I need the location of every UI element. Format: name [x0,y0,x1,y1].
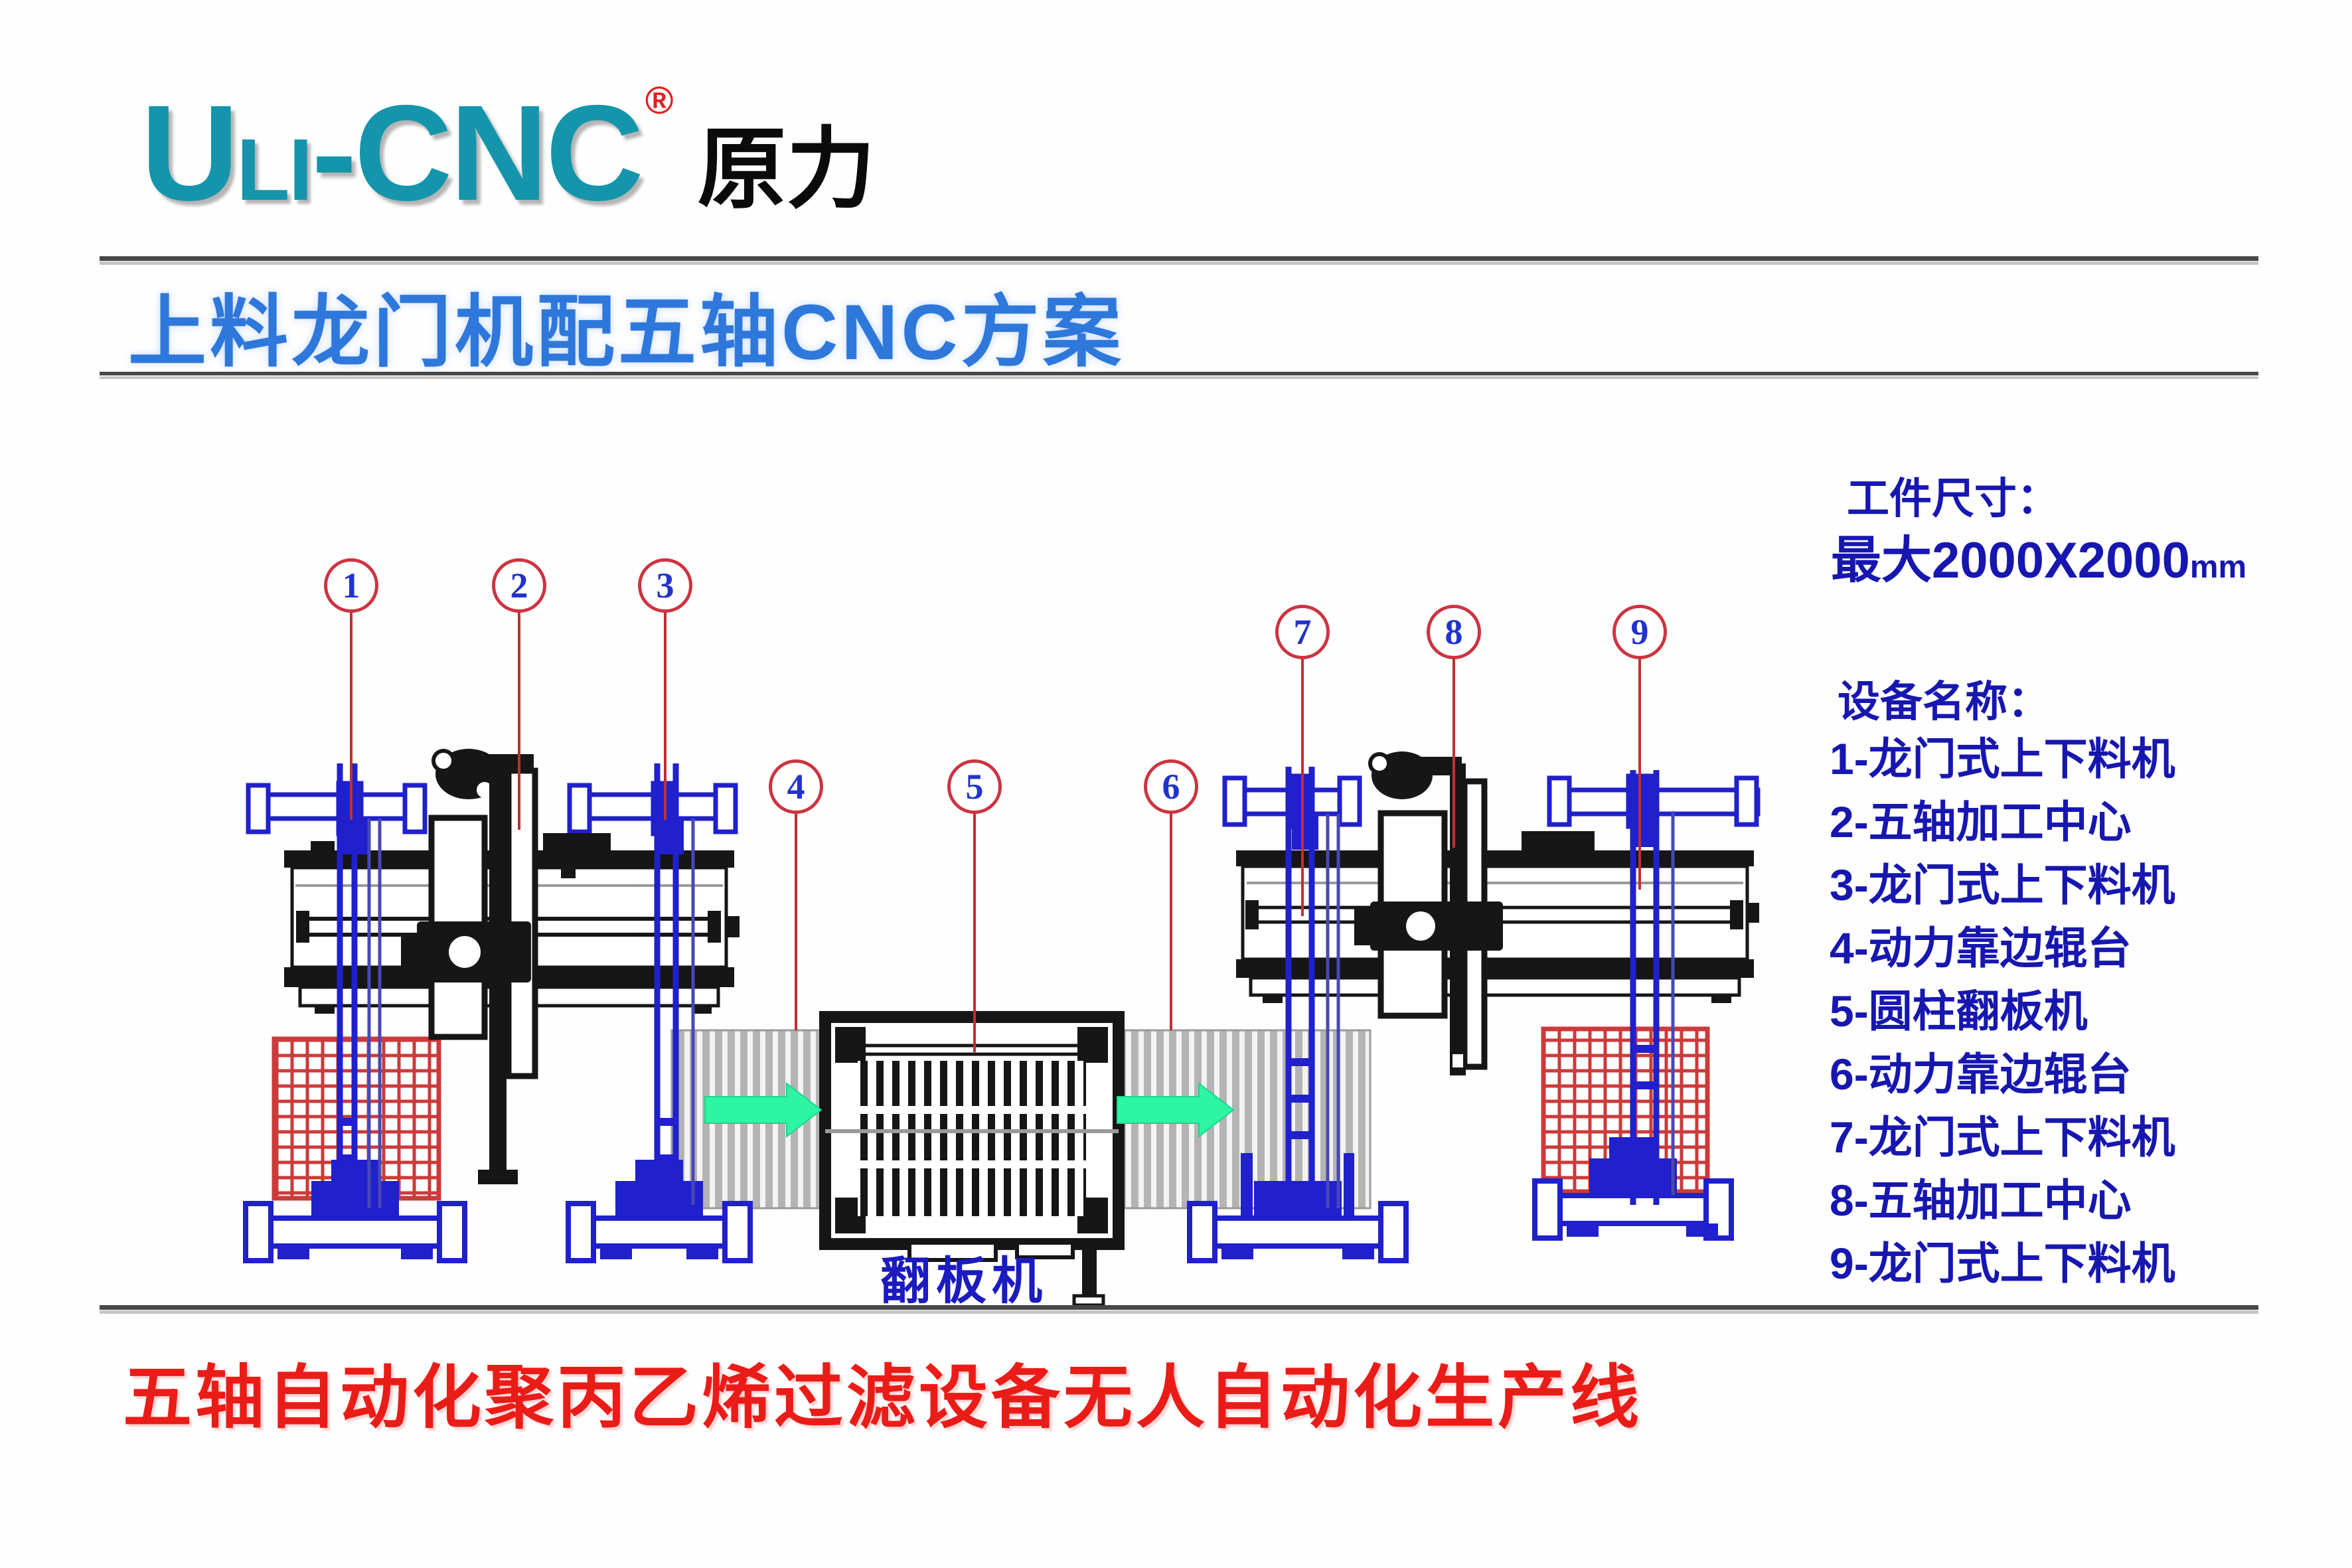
equipment-item: 3-龙门式上下料机 [1830,860,2175,909]
workpiece-size-label: 工件尺寸： [1847,475,2059,522]
equipment-item: 1-龙门式上下料机 [1830,734,2175,783]
equipment-list: 1-龙门式上下料机 2-五轴加工中心 3-龙门式上下料机 4-动力靠边辊台 5-圆柱翻板… [1830,728,2175,1295]
equipment-list-label: 设备名称： [1838,678,2050,726]
divider-under-title [100,372,2258,379]
equipment-item: 2-五轴加工中心 [1830,797,2132,846]
equipment-item: 6-动力靠边辊台 [1830,1050,2132,1099]
equipment-item: 4-动力靠边辊台 [1830,923,2132,973]
equipment-item: 9-龙门式上下料机 [1830,1239,2175,1288]
gantry-columns [337,763,1675,1218]
callout-1: 1 [324,558,378,613]
callout-4: 4 [769,759,823,814]
logo-brand-cnc: -CNC [311,77,643,229]
leader-lines [350,609,1641,1052]
logo-cn-name: 原力 [697,120,876,219]
callout-7: 7 [1275,605,1330,659]
workpiece-size-value: 最大2000X2000mm [1831,519,2246,592]
flow-arrow-icons [704,1081,1235,1138]
flipper-machine-5 [819,1011,1125,1307]
gantry-rail-1 [246,781,428,854]
footer-caption: 五轴自动化聚丙乙烯过滤设备无人自动化生产线 [123,1360,1643,1437]
carriage-7 [1187,1153,1409,1263]
page-title: 上料龙门机配五轴CNC方案 [128,289,1125,376]
workpiece-size-number: 最大2000X2000 [1831,532,2190,589]
logo: ULI-CNC®原力 [141,82,876,222]
equipment-item: 8-五轴加工中心 [1830,1176,2132,1225]
callout-8: 8 [1427,605,1481,659]
callout-3: 3 [638,558,692,613]
gantry-rail-7 [1222,773,1362,850]
divider-top [100,256,2258,265]
logo-brand-u: U [141,77,239,229]
flipper-machine-label: 翻板机 [880,1253,1048,1310]
five-axis-center-2 [401,749,611,1184]
equipment-item: 5-圆柱翻板机 [1830,986,2088,1036]
divider-bottom [100,1305,2258,1314]
registered-trademark-icon: ® [645,79,674,122]
gantry-rail-3 [567,781,738,854]
callout-2: 2 [492,558,546,613]
callout-5: 5 [947,759,1002,814]
callout-6: 6 [1144,759,1198,814]
callout-9: 9 [1612,605,1667,659]
workpiece-size-unit: mm [2189,550,2247,585]
logo-brand-li: LI [236,121,313,218]
equipment-item: 7-龙门式上下料机 [1830,1113,2175,1162]
